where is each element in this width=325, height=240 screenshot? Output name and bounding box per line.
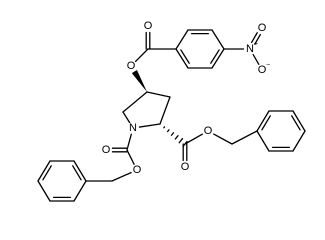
single-bond: [211, 29, 225, 50]
single-bond: [122, 111, 131, 124]
atom-label-n: N: [129, 122, 137, 134]
single-bond: [138, 123, 161, 128]
single-bond: [213, 133, 233, 145]
atom-label-n: N: [246, 43, 254, 55]
single-bond: [159, 96, 171, 125]
hash-bond-segment: [174, 135, 179, 140]
atom-label-o: O: [258, 64, 267, 76]
atom-label-o: O: [204, 125, 213, 137]
single-bond: [252, 53, 260, 66]
double-bond-line: [292, 110, 306, 132]
single-bond: [184, 133, 203, 145]
double-bond-line: [254, 33, 261, 45]
hash-bond-segment: [163, 126, 166, 129]
single-bond: [37, 180, 51, 202]
single-bond: [126, 149, 135, 165]
double-bond-line: [211, 48, 225, 69]
double-bond-line: [37, 160, 51, 182]
single-bond: [122, 91, 148, 113]
double-bond-inner-line: [180, 49, 190, 64]
wedge-bond: [131, 69, 147, 92]
hash-bond-segment: [170, 132, 175, 136]
atom-label-o: O: [181, 161, 190, 173]
atom-label-o: O: [144, 20, 153, 32]
single-bond: [292, 130, 306, 152]
double-bond-line: [175, 48, 189, 69]
double-bond-inner-line: [210, 49, 220, 64]
atom-label-o: O: [127, 60, 136, 72]
hash-bond-segment: [167, 129, 170, 133]
charge-label: +: [254, 41, 258, 48]
double-bond-inner-line: [72, 165, 82, 181]
double-bond-line: [256, 110, 270, 132]
charge-label: −: [266, 62, 270, 69]
hash-bond-segment: [178, 137, 184, 144]
double-bond-inner-line: [261, 115, 271, 131]
double-bond-inner-line: [42, 165, 52, 181]
single-bond: [111, 171, 132, 182]
atom-label-o: O: [258, 22, 267, 34]
bond-layer: [37, 29, 306, 202]
single-bond: [73, 180, 87, 202]
double-bond-line: [73, 160, 87, 182]
single-bond: [231, 130, 258, 145]
single-bond: [126, 133, 132, 151]
single-bond: [175, 29, 189, 50]
double-bond-line: [251, 32, 258, 44]
atom-label-o: O: [102, 144, 111, 156]
single-bond: [256, 130, 270, 152]
double-bond-inner-line: [291, 115, 301, 131]
atom-label-o: O: [133, 164, 142, 176]
single-bond: [146, 91, 171, 98]
single-bond: [134, 48, 149, 63]
